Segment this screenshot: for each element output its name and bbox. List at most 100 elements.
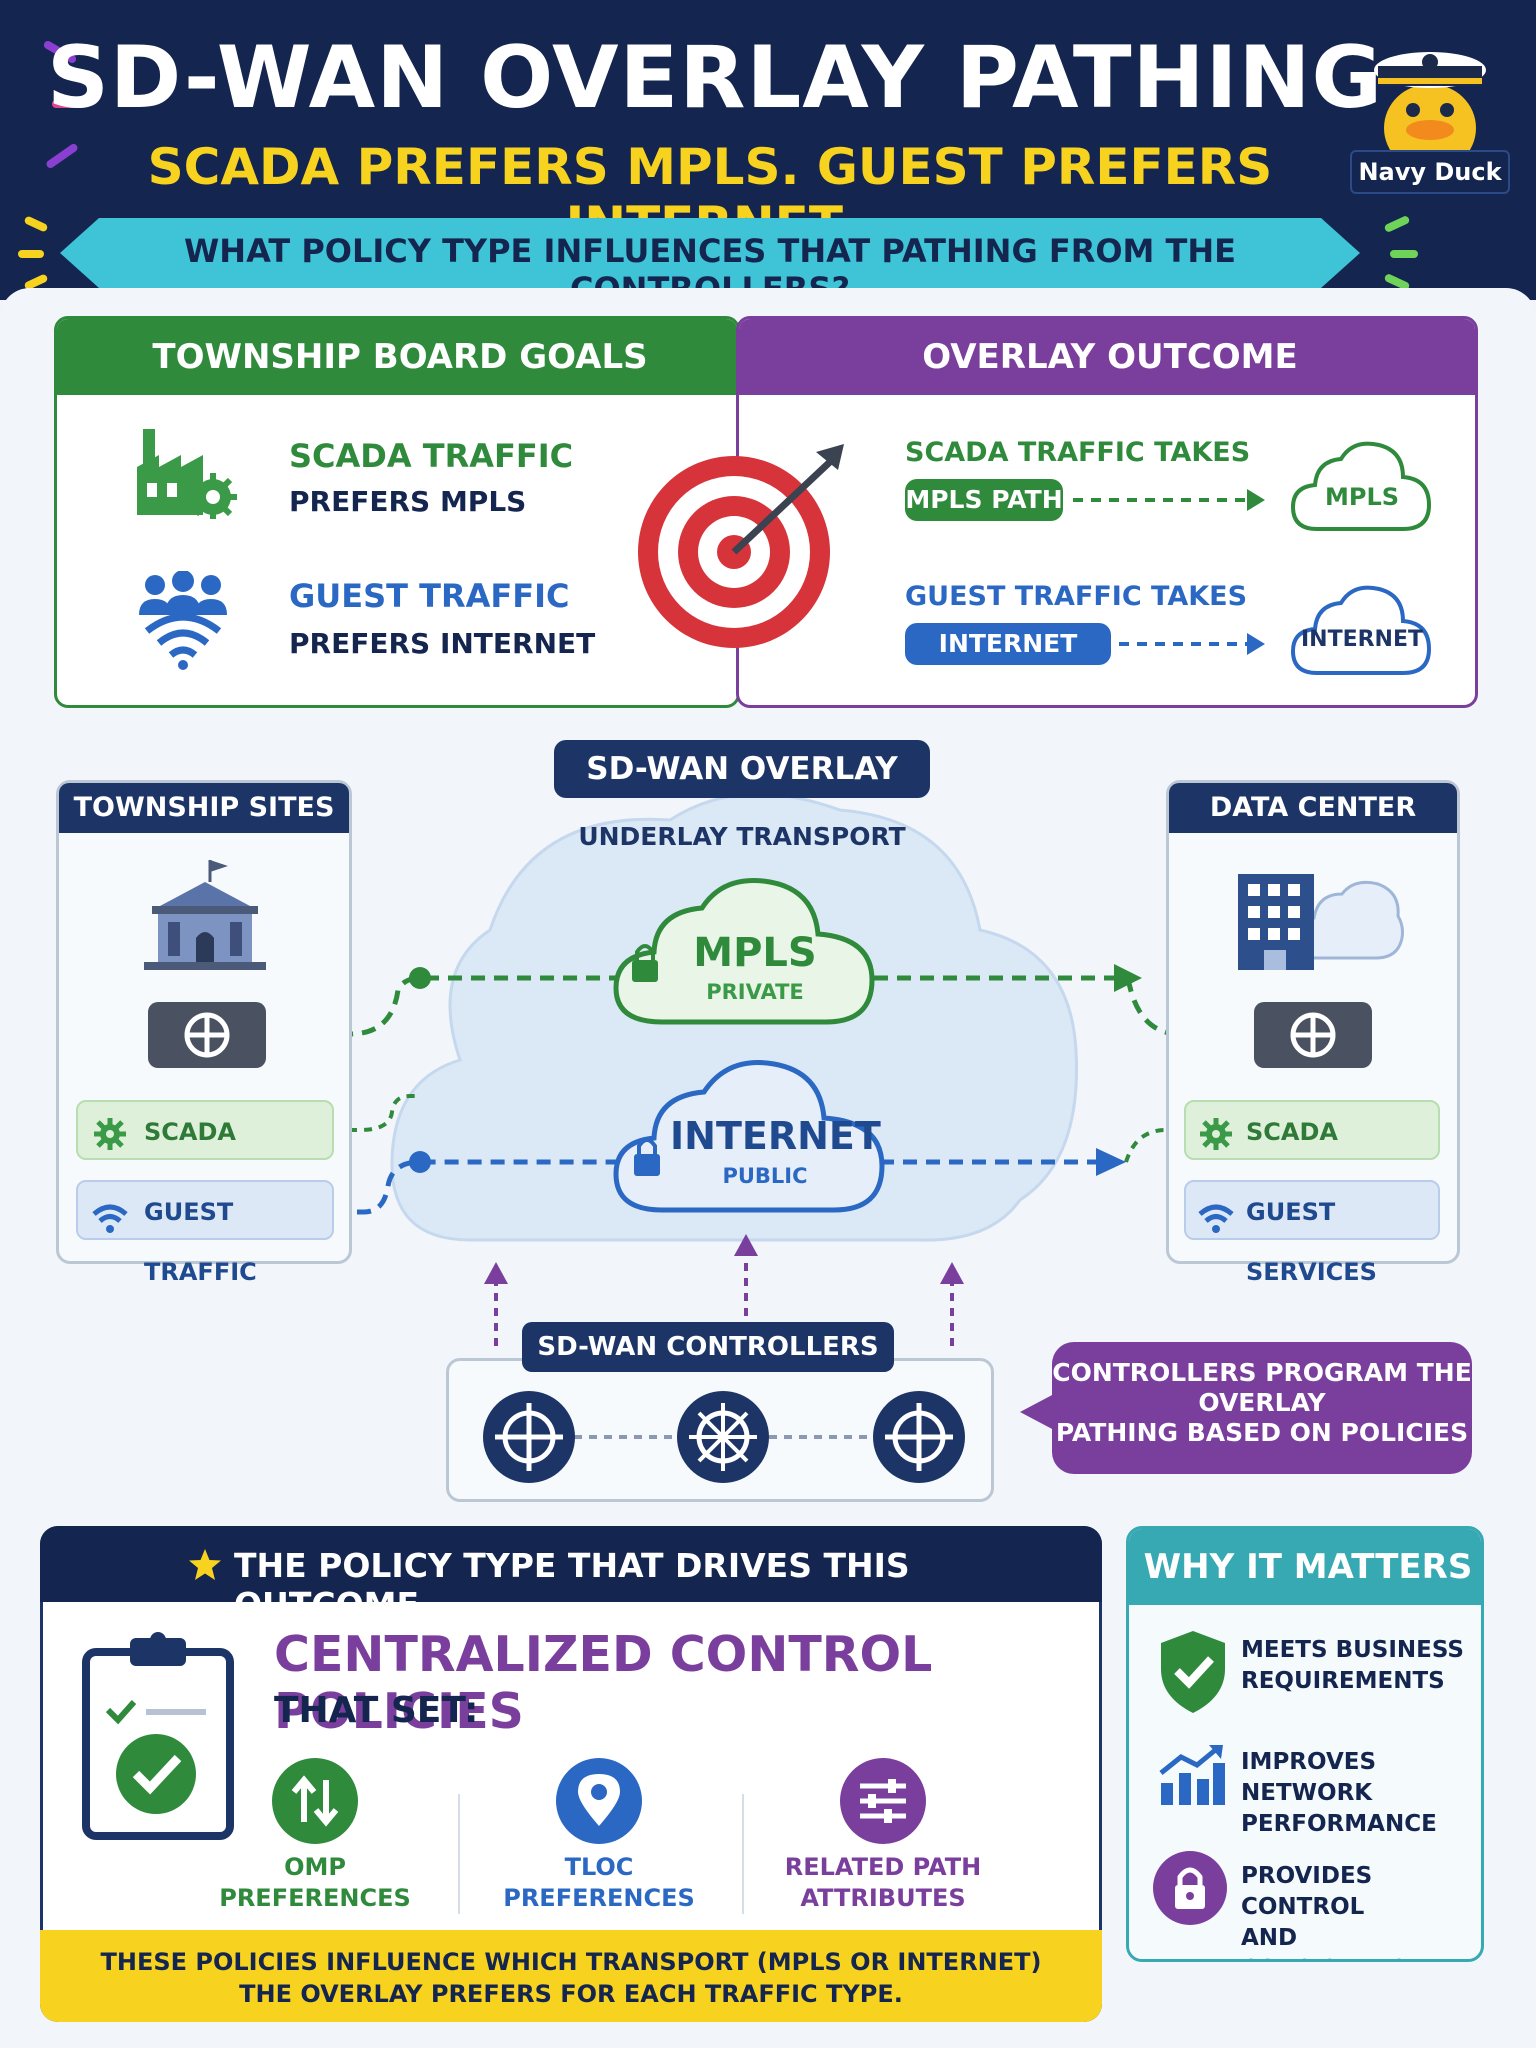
- why-item-3: PROVIDES CONTROL AND CONSISTENCY: [1241, 1861, 1481, 1959]
- attr-line-2: ATTRIBUTES: [800, 1884, 966, 1912]
- dc-guest-services-label: GUEST SERVICES: [1246, 1198, 1377, 1286]
- policy-header-text: THE POLICY TYPE THAT DRIVES THIS OUTCOME: [234, 1546, 910, 1624]
- dc-scada-systems-tag: SCADA SYSTEMS: [1184, 1100, 1440, 1206]
- internet-path-pill: INTERNET PATH: [905, 623, 1111, 700]
- mascot-label: Navy Duck: [1350, 150, 1510, 194]
- tloc-preferences-label: TLOC PREFERENCES: [494, 1852, 704, 1914]
- callout-line-1: CONTROLLERS PROGRAM THE: [1052, 1358, 1472, 1387]
- goals-title: TOWNSHIP BOARD GOALS: [152, 337, 648, 377]
- policy-footer-line-1: THESE POLICIES INFLUENCE WHICH TRANSPORT…: [100, 1948, 1042, 1976]
- omp-line-1: OMP: [284, 1853, 346, 1881]
- mpls-cloud-icon: [1290, 441, 1432, 531]
- site-guest-traffic-tag: GUEST TRAFFIC: [76, 1180, 334, 1286]
- goals-header: TOWNSHIP BOARD GOALS: [57, 319, 737, 395]
- why-panel: WHY IT MATTERS MEETS BUSINESS REQUIREMEN…: [1126, 1526, 1484, 1962]
- tloc-line-2: PREFERENCES: [503, 1884, 695, 1912]
- page-title: SD-WAN OVERLAY PATHING: [46, 28, 1384, 128]
- policy-panel: THE POLICY TYPE THAT DRIVES THIS OUTCOME…: [40, 1526, 1102, 2022]
- clipboard-check-icon: [82, 1632, 234, 1840]
- why-item-3-line-1: PROVIDES CONTROL: [1241, 1863, 1373, 1920]
- why-item-1: MEETS BUSINESS REQUIREMENTS: [1241, 1635, 1464, 1697]
- gear-icon: [1198, 1114, 1234, 1150]
- tloc-line-1: TLOC: [564, 1853, 634, 1881]
- dc-guest-services-tag: GUEST SERVICES: [1184, 1180, 1440, 1286]
- data-center-title: DATA CENTER: [1169, 783, 1457, 833]
- site-router-icon: [148, 1002, 266, 1068]
- internet-cloud-icon: [1290, 585, 1432, 675]
- why-header: WHY IT MATTERS: [1129, 1529, 1481, 1605]
- up-down-arrows-icon: [272, 1758, 358, 1844]
- policy-footer-line-2: THE OVERLAY PREFERS FOR EACH TRAFFIC TYP…: [239, 1980, 903, 2008]
- township-sites-title: TOWNSHIP SITES: [59, 783, 349, 833]
- policy-that-set: THAT SET:: [274, 1690, 479, 1731]
- star-icon: [188, 1548, 222, 1582]
- bar-chart-icon: [1159, 1745, 1225, 1805]
- factory-gear-icon: [137, 429, 237, 519]
- outcome-panel: OVERLAY OUTCOME SCADA TRAFFIC TAKES MPLS…: [736, 316, 1478, 708]
- controller-nodes: [483, 1391, 965, 1483]
- overlay-title-tab: SD-WAN OVERLAY: [554, 740, 930, 798]
- datacenter-router-icon: [1254, 1002, 1372, 1068]
- why-item-2-line-1: IMPROVES NETWORK: [1241, 1749, 1377, 1806]
- outcome-guest-label: GUEST TRAFFIC TAKES: [905, 581, 1248, 612]
- why-item-2-line-2: PERFORMANCE: [1241, 1811, 1437, 1837]
- callout-line-3: PATHING BASED ON POLICIES: [1055, 1418, 1469, 1447]
- outcome-title: OVERLAY OUTCOME: [922, 337, 1298, 377]
- gear-icon: [92, 1114, 128, 1150]
- attr-line-1: RELATED PATH: [784, 1853, 982, 1881]
- policy-name: CENTRALIZED CONTROL POLICIES: [274, 1626, 933, 1740]
- guests-wifi-icon: [139, 571, 227, 670]
- site-guest-traffic-label: GUEST TRAFFIC: [144, 1198, 257, 1286]
- internet-cloud-label: INTERNET: [1300, 627, 1424, 652]
- internet-public-label: PUBLIC: [722, 1164, 808, 1188]
- policy-divider: [458, 1794, 460, 1914]
- datacenter-building-cloud-icon: [1238, 874, 1404, 970]
- question-banner: [60, 218, 1360, 288]
- lock-icon: [1153, 1851, 1227, 1925]
- path-attributes-label: RELATED PATH ATTRIBUTES: [768, 1852, 998, 1914]
- goal-scada-sub: PREFERS MPLS: [289, 485, 527, 518]
- spark-decoration: [18, 250, 44, 258]
- underlay-transport-label: UNDERLAY TRANSPORT: [578, 822, 906, 851]
- mpls-transport-label: MPLS: [693, 930, 817, 976]
- shield-check-icon: [1161, 1631, 1225, 1713]
- goal-guest-sub: PREFERS INTERNET: [289, 627, 596, 660]
- township-building-icon: [144, 860, 266, 970]
- why-item-3-line-2: AND CONSISTENCY: [1241, 1925, 1423, 1959]
- mpls-cloud-label: MPLS: [1324, 483, 1400, 511]
- goals-panel: TOWNSHIP BOARD GOALS SCADA TRAFFIC PREFE…: [54, 316, 740, 708]
- omp-line-2: PREFERENCES: [219, 1884, 411, 1912]
- location-pin-icon: [556, 1758, 642, 1844]
- why-item-1-line-1: MEETS BUSINESS: [1241, 1637, 1464, 1663]
- policy-divider: [742, 1794, 744, 1914]
- spark-decoration: [52, 100, 82, 108]
- why-title: WHY IT MATTERS: [1143, 1547, 1473, 1587]
- controllers-box: [446, 1358, 994, 1502]
- goal-guest-label: GUEST TRAFFIC: [289, 577, 570, 615]
- internet-transport-cloud-icon: [613, 1060, 885, 1213]
- callout-line-2: OVERLAY: [1198, 1388, 1326, 1417]
- mpls-path-pill: MPLS PATH: [905, 479, 1063, 521]
- mpls-transport-cloud-icon: [613, 877, 875, 1025]
- outcome-header: OVERLAY OUTCOME: [739, 319, 1475, 395]
- why-item-2: IMPROVES NETWORK PERFORMANCE: [1241, 1747, 1481, 1840]
- spark-decoration: [1390, 250, 1418, 258]
- internet-transport-label: INTERNET: [670, 1114, 881, 1158]
- wifi-icon: [1198, 1196, 1234, 1233]
- controllers-callout: CONTROLLERS PROGRAM THE OVERLAY PATHING …: [1052, 1342, 1472, 1474]
- policy-header: THE POLICY TYPE THAT DRIVES THIS OUTCOME: [40, 1526, 1102, 1624]
- callout-pointer: [1020, 1394, 1054, 1430]
- internet-dashed-arrow: [1119, 633, 1265, 655]
- goal-scada-label: SCADA TRAFFIC: [289, 437, 574, 475]
- omp-preferences-label: OMP PREFERENCES: [210, 1852, 420, 1914]
- why-item-1-line-2: REQUIREMENTS: [1241, 1668, 1445, 1694]
- outcome-scada-label: SCADA TRAFFIC TAKES: [905, 437, 1251, 468]
- wifi-icon: [92, 1196, 128, 1233]
- mpls-private-label: PRIVATE: [706, 980, 804, 1004]
- site-scada-traffic-tag: SCADA TRAFFIC: [76, 1100, 334, 1206]
- policy-footer-band: [40, 1930, 1102, 2022]
- mpls-dashed-arrow: [1073, 489, 1265, 511]
- target-bullseye-icon: [638, 444, 844, 648]
- policy-footer-text: THESE POLICIES INFLUENCE WHICH TRANSPORT…: [40, 1946, 1102, 2010]
- controllers-title-tab: SD-WAN CONTROLLERS: [522, 1322, 894, 1372]
